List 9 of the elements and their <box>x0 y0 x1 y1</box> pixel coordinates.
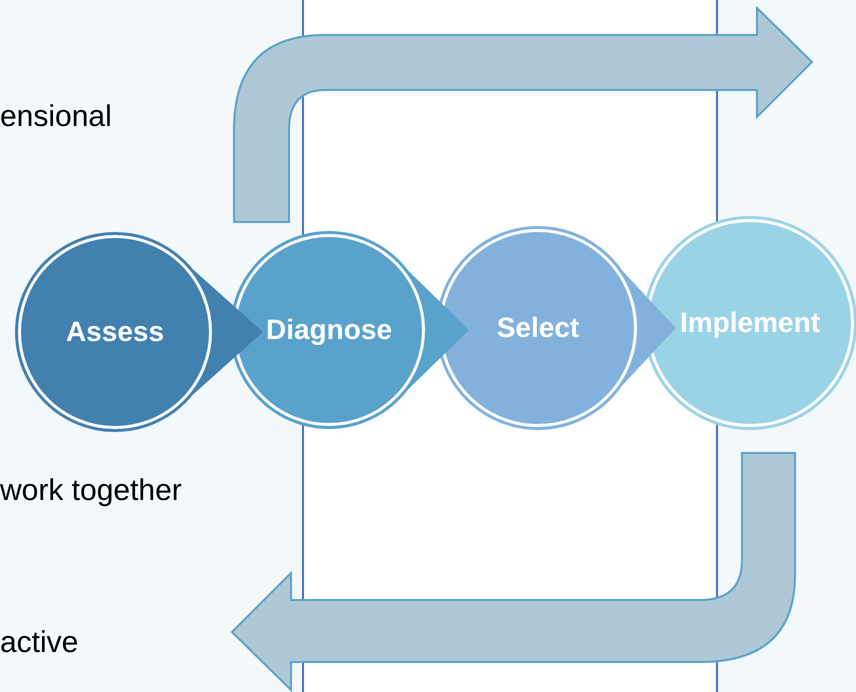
step-label: Assess <box>66 315 164 349</box>
step-label: Diagnose <box>266 313 392 347</box>
side-text: active <box>0 628 78 658</box>
bent-arrow <box>233 7 813 223</box>
bent-arrow <box>231 452 796 691</box>
side-text: work together <box>0 476 182 506</box>
step-label: Implement <box>680 306 820 340</box>
step-label: Select <box>496 311 580 345</box>
side-text: ensional <box>0 102 112 132</box>
